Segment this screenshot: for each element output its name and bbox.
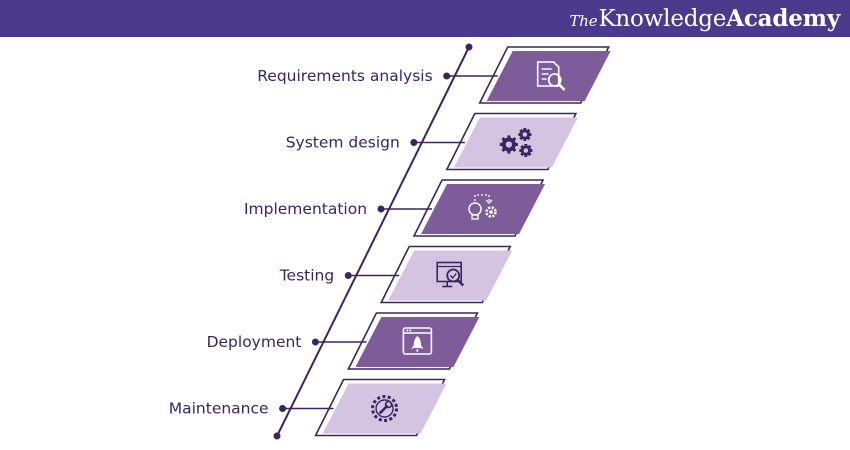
step-dot [311, 338, 319, 346]
step-dot [410, 139, 418, 146]
step-label: Implementation [244, 200, 367, 218]
step-label: Testing [279, 267, 335, 285]
step-dot [443, 72, 451, 80]
step-requirements-analysis: Requirements analysis [257, 46, 611, 104]
step-dot [344, 272, 352, 279]
step-label: Requirements analysis [257, 67, 432, 85]
monitor-search-icon [436, 261, 465, 288]
timeline-start-dot [465, 43, 473, 51]
step-testing: Testing [279, 245, 513, 304]
brand-name-bold: Academy [726, 5, 840, 32]
step-implementation: Implementation [244, 179, 546, 237]
step-label: Deployment [207, 333, 302, 351]
rocket-window-icon [402, 327, 433, 355]
step-panel-outline [412, 179, 545, 237]
idea-gear-icon [468, 194, 497, 220]
gears-icon [499, 128, 533, 157]
step-label: Maintenance [169, 400, 269, 418]
step-deployment: Deployment [207, 312, 480, 370]
step-dot [279, 405, 287, 412]
step-panel-outline [445, 112, 578, 171]
step-panel-outline [379, 245, 512, 304]
step-panel-outline [314, 378, 446, 437]
step-panel-outline [347, 312, 479, 370]
step-system-design: System design [286, 112, 578, 171]
step-panel [453, 117, 578, 168]
header-bar: The Knowledge Academy [0, 0, 850, 37]
brand-logo: The Knowledge Academy [570, 5, 841, 33]
step-label: System design [286, 134, 400, 152]
document-search-icon [536, 61, 566, 91]
timeline-line [276, 46, 470, 437]
step-dot [377, 205, 385, 213]
timeline-end-dot [273, 432, 281, 440]
wrench-gear-icon [371, 395, 399, 422]
step-maintenance: Maintenance [169, 378, 447, 437]
step-panel-outline [478, 46, 610, 104]
step-panel [421, 184, 546, 234]
step-panel [486, 51, 611, 101]
brand-name-regular: Knowledge [598, 6, 727, 32]
brand-prefix: The [569, 12, 598, 30]
